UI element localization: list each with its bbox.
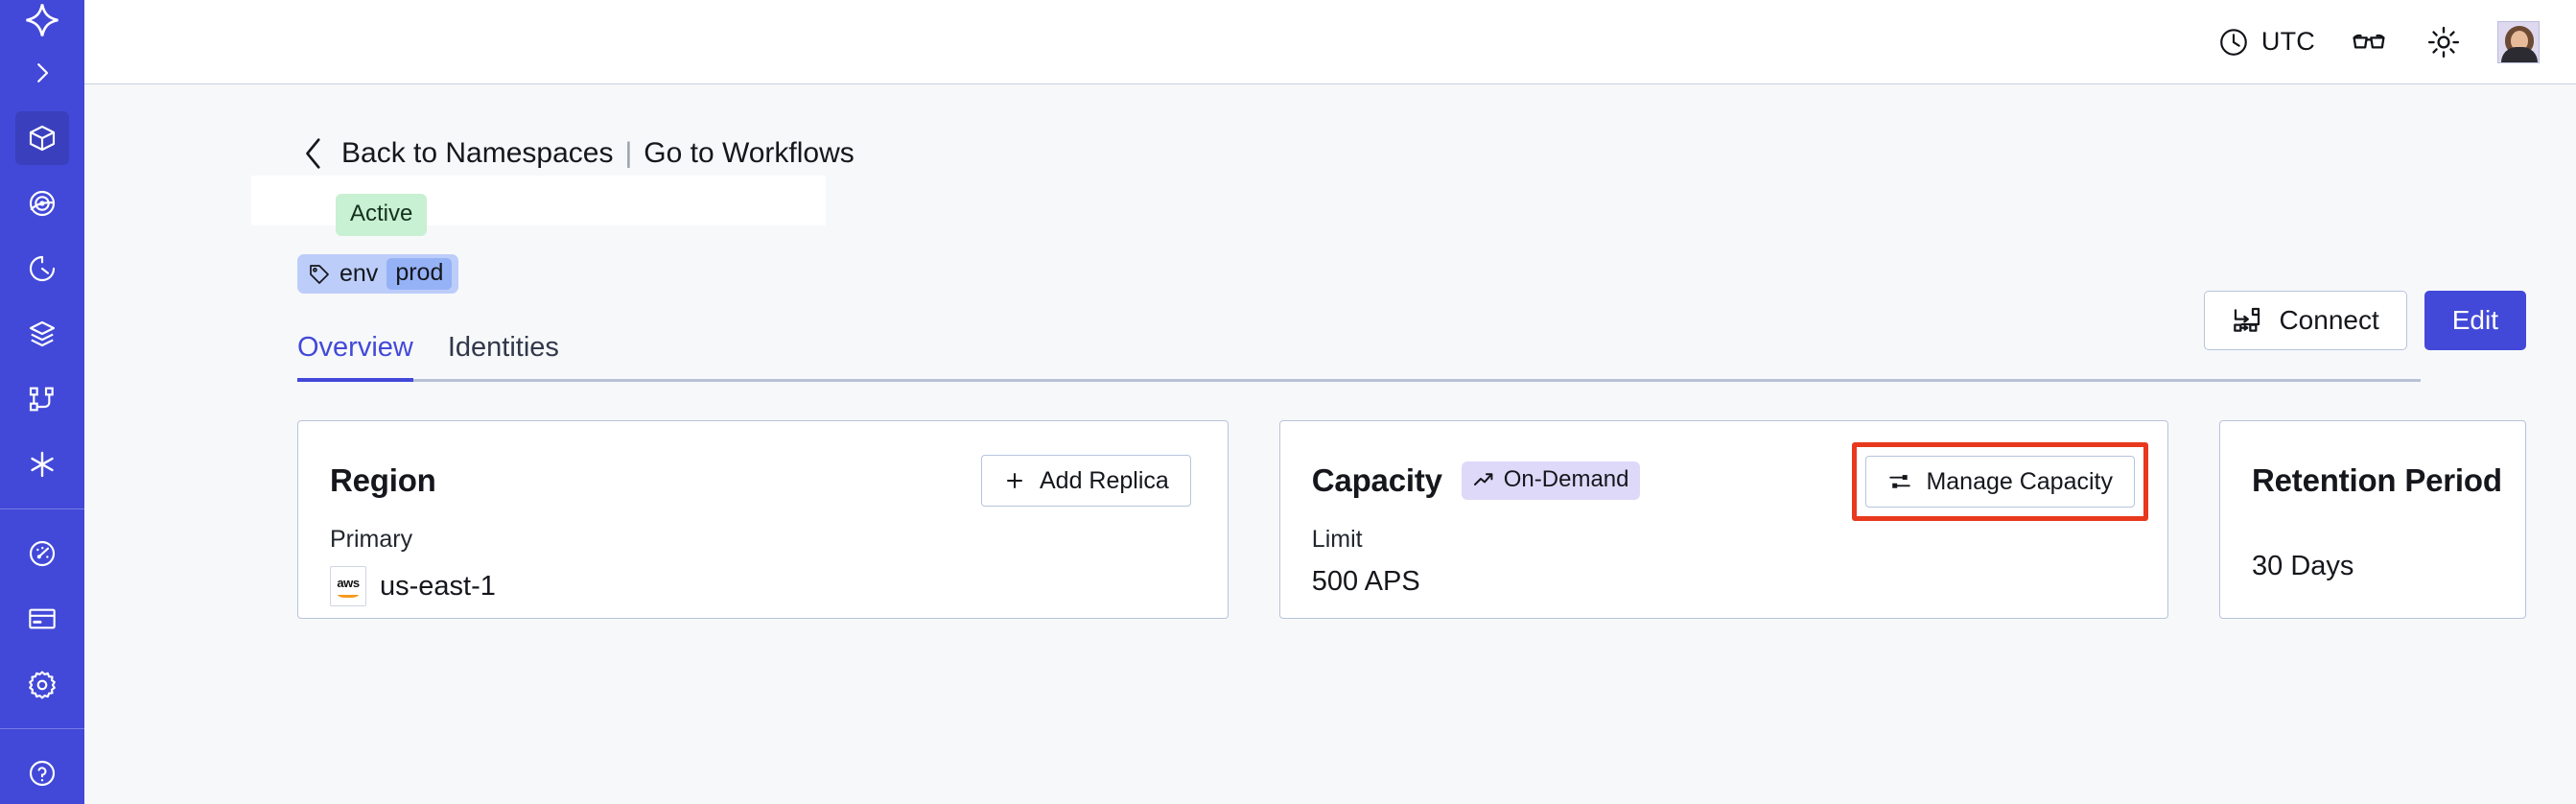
card-region-title: Region	[330, 462, 436, 498]
sliders-icon	[1889, 475, 1911, 488]
eye-target-icon	[29, 190, 56, 217]
namespace-tag[interactable]: env prod	[297, 254, 459, 294]
card-capacity-title: Capacity	[1311, 462, 1442, 498]
add-replica-label: Add Replica	[1039, 466, 1169, 494]
card-region-sublabel: Primary	[330, 526, 413, 553]
sidebar-item-help[interactable]	[15, 746, 69, 800]
sidebar	[0, 0, 84, 804]
layers-icon	[29, 320, 56, 347]
connect-button[interactable]: Connect	[2204, 291, 2407, 350]
namespace-title-row: Active	[251, 176, 2526, 243]
sidebar-item-settings[interactable]	[15, 657, 69, 711]
sidebar-item-billing[interactable]	[15, 592, 69, 646]
chevron-left-icon	[306, 138, 320, 169]
sidebar-item-history[interactable]	[15, 242, 69, 296]
sidebar-item-namespaces[interactable]	[15, 111, 69, 165]
tab-overview-label: Overview	[297, 332, 413, 363]
connect-button-label: Connect	[2279, 305, 2379, 335]
overview-cards: Region Add Replica Primary aws	[297, 420, 2526, 619]
sidebar-item-workflows[interactable]	[15, 372, 69, 426]
glasses-icon-button[interactable]	[2348, 21, 2390, 63]
card-capacity-title-wrap: Capacity On-Demand	[1312, 461, 1640, 500]
breadcrumb-back-link[interactable]: Back to Namespaces	[341, 137, 614, 169]
sidebar-item-layers[interactable]	[15, 307, 69, 361]
sidebar-item-usage[interactable]	[15, 527, 69, 580]
temporal-logo-icon	[26, 4, 59, 36]
timezone-selector[interactable]: UTC	[2217, 26, 2315, 59]
avatar[interactable]	[2497, 20, 2540, 63]
manage-capacity-button[interactable]: Manage Capacity	[1865, 456, 2135, 508]
card-region-value-row: aws us-east-1	[330, 566, 1191, 606]
trend-up-icon	[1473, 473, 1493, 485]
main-column: UTC	[84, 0, 2576, 804]
sun-icon	[2427, 26, 2460, 58]
theme-toggle-button[interactable]	[2423, 21, 2465, 63]
capacity-mode-label: On-Demand	[1503, 466, 1629, 492]
edit-button-label: Edit	[2451, 305, 2498, 335]
breadcrumb: Back to Namespaces | Go to Workflows	[297, 137, 2526, 170]
card-capacity-value-row: 500 APS	[1312, 566, 2131, 598]
card-retention-value: 30 Days	[2252, 551, 2354, 581]
aws-logo-smile	[338, 590, 359, 598]
usage-gauge-icon	[29, 540, 56, 567]
tab-identities[interactable]: Identities	[431, 332, 576, 379]
aws-logo-icon: aws	[330, 566, 366, 606]
sidebar-divider-1	[0, 508, 84, 509]
tag-value: prod	[386, 258, 453, 290]
connect-flow-icon	[2234, 307, 2260, 332]
header-actions: Connect Edit	[2204, 291, 2526, 350]
timezone-label: UTC	[2260, 27, 2315, 56]
sidebar-item-expand-sidebar[interactable]	[15, 46, 69, 100]
status-badge: Active	[336, 194, 428, 236]
breadcrumb-workflows-link[interactable]: Go to Workflows	[644, 137, 855, 169]
add-replica-button[interactable]: Add Replica	[980, 455, 1191, 507]
workflow-graph-icon	[29, 387, 54, 412]
card-capacity-header: Capacity On-Demand	[1312, 453, 2131, 508]
billing-card-icon	[29, 608, 56, 629]
history-clock-icon	[29, 255, 56, 282]
tab-identities-label: Identities	[447, 332, 559, 363]
card-region-title-wrap: Region	[330, 462, 436, 499]
sidebar-item-observability[interactable]	[15, 177, 69, 230]
asterisk-icon	[31, 451, 54, 478]
card-region-value: us-east-1	[380, 570, 496, 602]
card-retention-title: Retention Period	[2252, 462, 2502, 498]
gear-icon	[29, 671, 56, 699]
content-area: Back to Namespaces | Go to Workflows Act…	[84, 84, 2576, 804]
tab-overview[interactable]: Overview	[297, 332, 431, 382]
sidebar-divider-2	[0, 728, 84, 729]
help-circle-icon	[29, 760, 56, 787]
back-button[interactable]	[297, 137, 330, 170]
card-capacity: Capacity On-Demand	[1278, 420, 2168, 619]
plus-icon	[1006, 473, 1022, 488]
manage-capacity-label: Manage Capacity	[1926, 467, 2113, 495]
card-retention-period: Retention Period 30 Days	[2219, 420, 2526, 619]
manage-capacity-highlight: Manage Capacity	[1852, 442, 2148, 521]
app-logo[interactable]	[0, 0, 84, 40]
card-capacity-value: 500 APS	[1311, 566, 1420, 597]
avatar-face	[2511, 30, 2528, 51]
tab-bar: Overview Identities	[297, 332, 2421, 382]
edit-button[interactable]: Edit	[2424, 291, 2526, 350]
aws-logo-text: aws	[337, 576, 360, 590]
tag-shape-icon	[310, 264, 329, 284]
sidebar-item-integrations[interactable]	[15, 437, 69, 491]
card-retention-header: Retention Period	[2252, 453, 2502, 508]
card-region: Region Add Replica Primary aws	[297, 420, 1229, 619]
card-capacity-sublabel: Limit	[1311, 526, 1363, 553]
breadcrumb-separator: |	[624, 137, 633, 169]
chevron-right-icon	[37, 63, 49, 83]
capacity-mode-badge: On-Demand	[1461, 461, 1640, 500]
namespaces-cube-icon	[29, 125, 56, 152]
top-bar: UTC	[84, 0, 2576, 84]
tag-icon	[308, 263, 331, 286]
avatar-body	[2501, 46, 2538, 62]
tag-key: env	[340, 260, 379, 287]
card-region-header: Region Add Replica	[330, 453, 1191, 508]
clock-icon	[2220, 28, 2247, 56]
tag-row: env prod	[297, 254, 2526, 294]
glasses-icon	[2353, 34, 2385, 49]
